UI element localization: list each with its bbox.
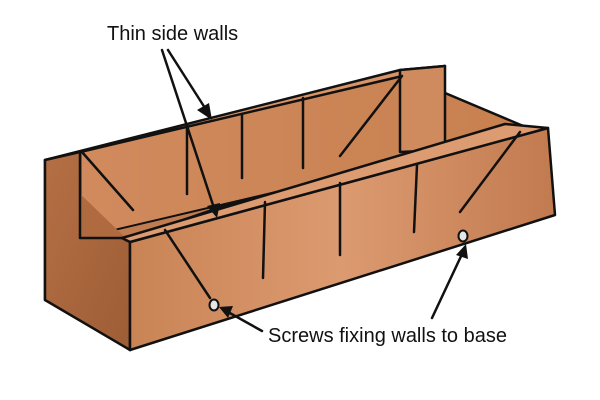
back-wall-end-cap [398, 64, 447, 154]
back-slot-diagonal-right [338, 74, 404, 158]
front-wall-top-edge [120, 122, 550, 244]
screw-left [208, 298, 220, 312]
back-wall-slots [80, 74, 404, 212]
label-thin-side-walls: Thin side walls [107, 23, 238, 45]
screw-right [457, 229, 469, 243]
screw-callout-arrows [226, 250, 465, 333]
arrow-to-right-screw-line [430, 250, 465, 320]
front-wall [120, 122, 557, 352]
screw-callout-arrowheads [219, 244, 468, 318]
back-slot-diagonal-left [80, 150, 135, 212]
arrow-to-left-screw-line [226, 310, 264, 333]
front-slot-vertical-3 [412, 163, 419, 234]
front-slot-vertical-1 [261, 200, 267, 280]
front-slot-diagonal-right [458, 130, 522, 214]
arrow-to-front-wall-line [160, 48, 215, 207]
wall-callout-arrowheads [197, 103, 220, 218]
front-wall-slots [163, 130, 522, 300]
label-screws: Screws fixing walls to base [268, 325, 507, 347]
wall-callout-arrows [160, 48, 215, 207]
arrowhead-front-wall [207, 203, 220, 218]
arrowhead-right-screw [456, 244, 468, 259]
front-slot-diagonal-left [163, 228, 212, 300]
screws [208, 229, 469, 312]
arrow-to-back-wall-line [166, 48, 207, 110]
arrowhead-back-wall [197, 103, 212, 120]
arrowhead-left-screw [219, 306, 233, 318]
